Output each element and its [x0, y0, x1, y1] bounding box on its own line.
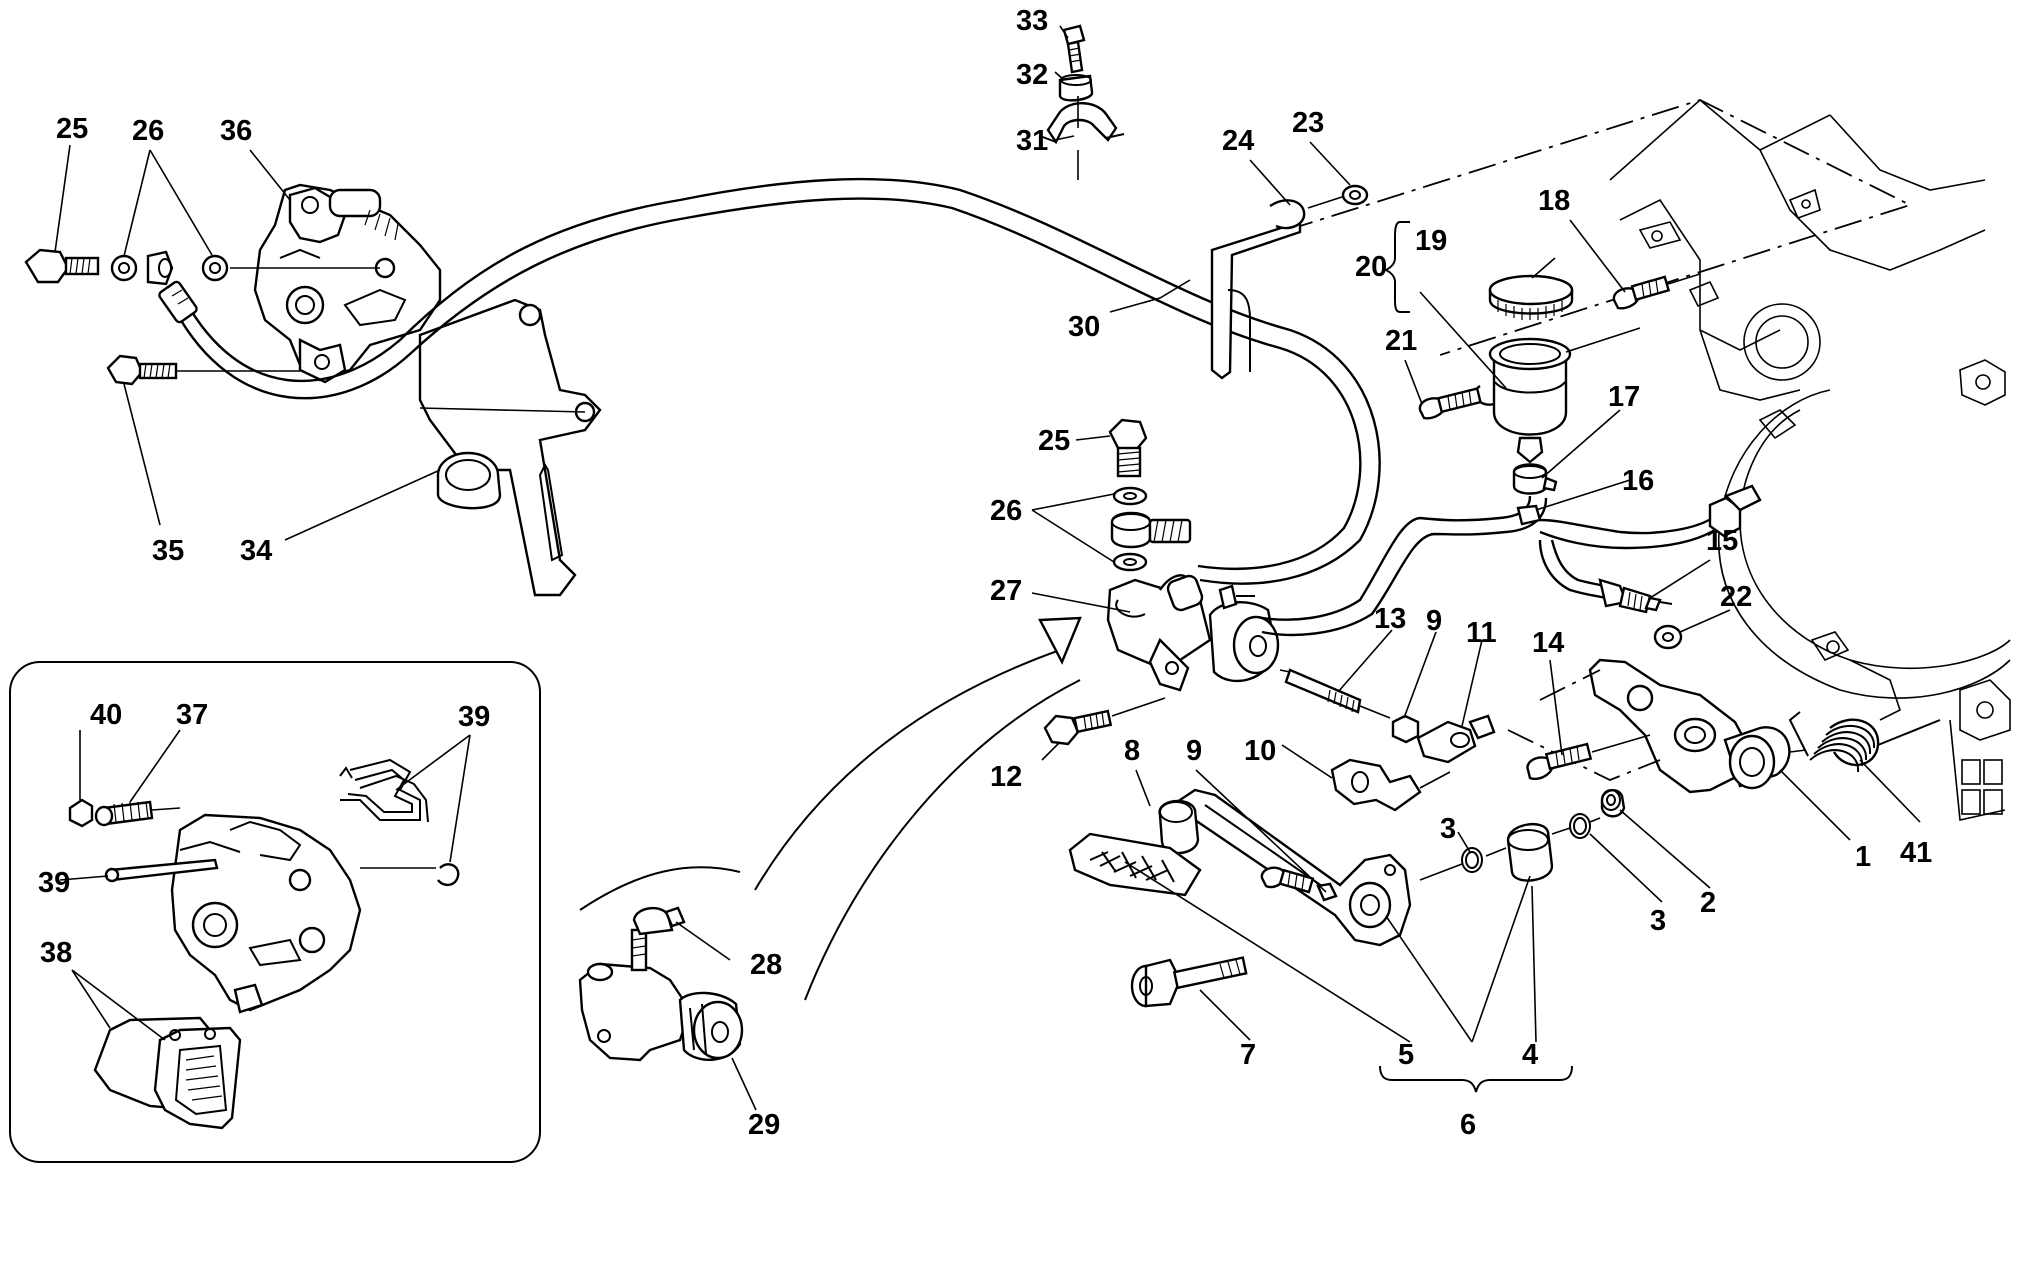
engine-casing	[1239, 98, 2011, 821]
callout-40: 40	[90, 699, 122, 731]
callout-17: 17	[1608, 381, 1640, 413]
callout-25: 25	[56, 113, 88, 145]
callout-26: 26	[990, 495, 1022, 527]
caliper-bracket-bolt	[106, 354, 300, 386]
callout-3: 3	[1440, 813, 1456, 845]
callout-26: 26	[132, 115, 164, 147]
callout-38: 38	[40, 937, 72, 969]
callout-4: 4	[1522, 1039, 1538, 1071]
callout-2: 2	[1700, 887, 1716, 919]
callout-14: 14	[1532, 627, 1564, 659]
callout-28: 28	[750, 949, 782, 981]
inset-detail-box	[9, 661, 541, 1163]
callout-31: 31	[1016, 125, 1048, 157]
callout-9: 9	[1426, 605, 1442, 637]
callout-29: 29	[748, 1109, 780, 1141]
push-rod	[1279, 668, 1496, 812]
callout-15: 15	[1706, 525, 1738, 557]
caliper-bracket	[418, 298, 602, 597]
brake-pedal	[1068, 788, 1412, 947]
pedal-bracket	[1507, 658, 1941, 794]
callout-1: 1	[1855, 841, 1871, 873]
pedal-pivot-bolt	[1130, 956, 1248, 1008]
callout-32: 32	[1016, 59, 1048, 91]
callout-7: 7	[1240, 1039, 1256, 1071]
callout-9: 9	[1186, 735, 1202, 767]
callout-36: 36	[220, 115, 252, 147]
callout-20: 20	[1355, 251, 1387, 283]
callout-16: 16	[1622, 465, 1654, 497]
detail-arrow	[579, 616, 1082, 1001]
hose-clamp	[1039, 24, 1125, 180]
callout-22: 22	[1720, 581, 1752, 613]
reservoir-hose	[1261, 495, 1548, 637]
callout-labels: 1 2 3 3 4 5 6 7 8 9 9 10 11 12 13 14 15 …	[38, 5, 1932, 1141]
callout-39: 39	[458, 701, 490, 733]
callout-13: 13	[1374, 603, 1406, 635]
callout-5: 5	[1398, 1039, 1414, 1071]
callout-33: 33	[1016, 5, 1048, 37]
callout-39: 39	[38, 867, 70, 899]
callout-24: 24	[1222, 125, 1254, 157]
callout-21: 21	[1385, 325, 1417, 357]
reservoir-bracket-bolt	[1612, 273, 1701, 310]
callout-41: 41	[1900, 837, 1932, 869]
callout-23: 23	[1292, 107, 1324, 139]
callout-11: 11	[1466, 617, 1497, 649]
callout-3: 3	[1650, 905, 1666, 937]
caliper-bleed-screw	[24, 248, 380, 286]
alternate-master-cylinder	[578, 906, 744, 1062]
washer-22	[1653, 624, 1683, 650]
fluid-reservoir	[1418, 274, 1641, 495]
callout-35: 35	[152, 535, 184, 567]
callout-12: 12	[990, 761, 1022, 793]
brake-light-switch	[1538, 484, 1762, 614]
callout-10: 10	[1244, 735, 1276, 767]
callout-27: 27	[990, 575, 1022, 607]
leader-lines	[54, 25, 1921, 1111]
pedal-pivot-parts	[1419, 789, 1626, 882]
brake-hose	[158, 177, 1381, 585]
callout-30: 30	[1068, 311, 1100, 343]
callout-6: 6	[1460, 1109, 1476, 1141]
callout-34: 34	[240, 535, 272, 567]
rear-caliper	[253, 183, 442, 384]
callout-18: 18	[1538, 185, 1570, 217]
callout-37: 37	[176, 699, 208, 731]
callout-25: 25	[1038, 425, 1070, 457]
master-cylinder	[1106, 418, 1280, 692]
master-cylinder-bolt	[1043, 697, 1166, 746]
hose-clip	[1210, 184, 1369, 380]
callout-19: 19	[1415, 225, 1447, 257]
callout-8: 8	[1124, 735, 1140, 767]
